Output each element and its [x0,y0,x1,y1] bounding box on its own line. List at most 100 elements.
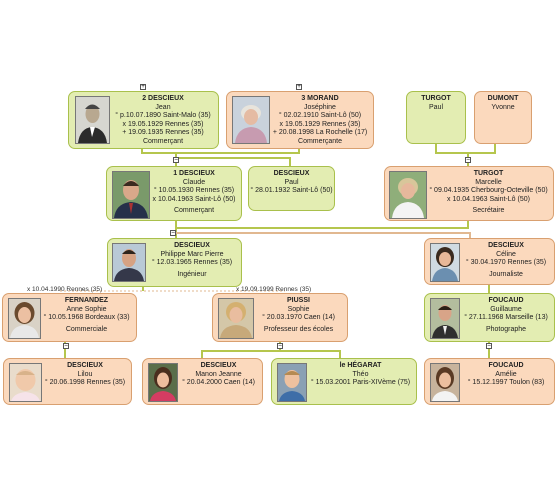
given-name: Manon Jeanne [195,370,242,378]
surname: DESCIEUX [174,242,210,249]
photo-celine [430,243,460,282]
marriage-label-anne: x 10.04.1990 Rennes (35) [27,286,103,293]
girl-portrait-photo [431,364,459,401]
collapse-toggle-marcelle[interactable]: − [465,156,471,163]
person-card-theo[interactable]: le HÉGARAT Théo ° 15.03.2001 Paris-XIVèm… [271,358,417,405]
surname: DUMONT [487,95,519,102]
woman-portrait-photo [431,244,459,281]
photo-amelie [430,363,460,402]
occupation: Secrétaire [472,207,505,214]
given-name: Paul [428,103,443,111]
surname: DESCIEUX [273,170,310,177]
person-card-philippe[interactable]: DESCIEUX Philippe Marc Pierre ° 12.03.19… [107,238,242,287]
marriage-line: x 10.04.1963 Saint-Lô (50) [152,195,236,203]
birth-line: ° 20.03.1970 Caen (14) [262,314,335,321]
death-line: + 20.08.1998 La Rochelle (17) [272,129,368,136]
surname: FERNANDEZ [64,297,109,304]
person-card-jean[interactable]: 2 DESCIEUX Jean ° p.10.07.1890 Saint-Mal… [68,91,219,149]
photo-theo [277,363,307,402]
birth-line: ° 02.02.1910 Saint-Lô (50) [278,112,362,119]
birth-line: ° 30.04.1970 Rennes (35) [465,259,547,266]
birth-line: ° 10.05.1930 Rennes (35) [153,187,235,194]
connector-grandparents-turgot [435,143,496,154]
photo-lilou [9,363,42,402]
given-name: Jean [155,103,171,111]
occupation: Commerciale [65,325,108,333]
given-name: Amélie [495,370,517,378]
birth-line: ° 28.01.1932 Saint-Lô (50) [250,187,333,194]
woman-portrait-photo [390,172,426,218]
surname: 1 DESCIEUX [173,170,215,177]
birth-line: ° 15.12.1997 Toulon (83) [467,379,545,386]
death-line: + 19.09.1935 Rennes (35) [122,129,204,136]
man-portrait-photo [76,97,109,143]
birth-line: ° 12.03.1965 Rennes (35) [151,259,233,266]
given-name: Joséphine [304,103,336,111]
man-portrait-photo [431,299,459,338]
surname: 2 DESCIEUX [142,95,184,102]
marriage-line: x 10.04.1963 Saint-Lô (50) [447,195,530,203]
collapse-toggle-philippe[interactable]: − [170,229,176,236]
connector-to-theo [280,350,341,358]
person-card-manon[interactable]: DESCIEUX Manon Jeanne ° 20.04.2000 Caen … [142,358,263,405]
person-card-anne[interactable]: FERNANDEZ Anne Sophie ° 10.05.1968 Borde… [2,293,137,342]
collapse-toggle-anne[interactable]: − [63,342,69,349]
connector-parents [175,220,469,229]
expand-toggle-josephine[interactable]: + [296,83,302,90]
woman-portrait-photo [219,299,253,338]
birth-line: ° p.10.07.1890 Saint-Malo (35) [115,112,211,119]
person-card-lilou[interactable]: DESCIEUX Lilou ° 20.06.1998 Rennes (35) [3,358,132,405]
person-card-josephine[interactable]: 3 MORAND Joséphine ° 02.02.1910 Saint-Lô… [226,91,374,149]
person-card-claude[interactable]: 1 DESCIEUX Claude ° 10.05.1930 Rennes (3… [106,166,242,221]
surname: TURGOT [473,170,504,177]
person-card-paul-turgot[interactable]: TURGOT Paul [406,91,466,144]
collapse-toggle-guillaume[interactable]: − [486,342,492,349]
photo-anne [8,298,41,339]
photo-guillaume [430,298,460,339]
photo-sophie [218,298,254,339]
marriage-line: x 19.05.1929 Rennes (35) [279,120,361,128]
birth-line: ° 10.05.1968 Bordeaux (33) [43,314,130,321]
connector-to-paul [176,157,291,166]
photo-josephine [232,96,270,144]
man-portrait-photo [113,244,145,281]
surname: TURGOT [421,95,451,102]
marriage-label-sophie: x 19.09.1999 Rennes (35) [236,286,312,293]
surname: le HÉGARAT [339,362,382,369]
person-card-amelie[interactable]: FOUCAUD Amélie ° 15.12.1997 Toulon (83) [424,358,555,405]
birth-line: ° 09.04.1935 Cherbourg-Octeville (50) [429,187,548,194]
given-name: Claude [182,178,206,186]
person-card-paul-descieux[interactable]: DESCIEUX Paul ° 28.01.1932 Saint-Lô (50) [248,166,335,211]
expand-toggle-jean[interactable]: + [140,83,146,90]
photo-jean [75,96,110,144]
surname: 3 MORAND [301,95,339,102]
given-name: Sophie [287,305,310,313]
given-name: Yvonne [491,103,515,111]
surname: PIUSSI [287,297,310,304]
person-card-sophie[interactable]: PIUSSI Sophie ° 20.03.1970 Caen (14) Pro… [212,293,348,342]
baby-portrait-photo [10,364,41,401]
collapse-toggle-sophie[interactable]: − [277,342,283,349]
occupation: Ingénieur [177,270,207,278]
person-card-guillaume[interactable]: FOUCAUD Guillaume ° 27.11.1968 Marseille… [424,293,555,342]
connector-to-celine [176,232,471,238]
surname: DESCIEUX [67,362,103,369]
man-portrait-photo [113,172,149,218]
person-card-celine[interactable]: DESCIEUX Céline ° 30.04.1970 Rennes (35)… [424,238,555,285]
occupation: Commerçant [173,207,215,214]
photo-philippe [112,243,146,282]
birth-line: ° 15.03.2001 Paris-XIVème (75) [310,379,411,386]
connector-grandparents-descieux [141,148,300,154]
birth-line: ° 27.11.1968 Marseille (13) [464,314,548,321]
birth-line: ° 20.04.2000 Caen (14) [182,379,255,386]
collapse-toggle-claude[interactable]: − [173,156,179,163]
surname: DESCIEUX [200,362,237,369]
given-name: Philippe Marc Pierre [160,250,224,258]
occupation: Commerçante [298,137,342,145]
surname: DESCIEUX [488,242,524,249]
photo-marcelle [389,171,427,219]
birth-line: ° 20.06.1998 Rennes (35) [44,379,126,386]
girl-portrait-photo [149,364,177,401]
person-card-yvonne[interactable]: DUMONT Yvonne [474,91,532,144]
person-card-marcelle[interactable]: TURGOT Marcelle ° 09.04.1935 Cherbourg-O… [384,166,554,221]
